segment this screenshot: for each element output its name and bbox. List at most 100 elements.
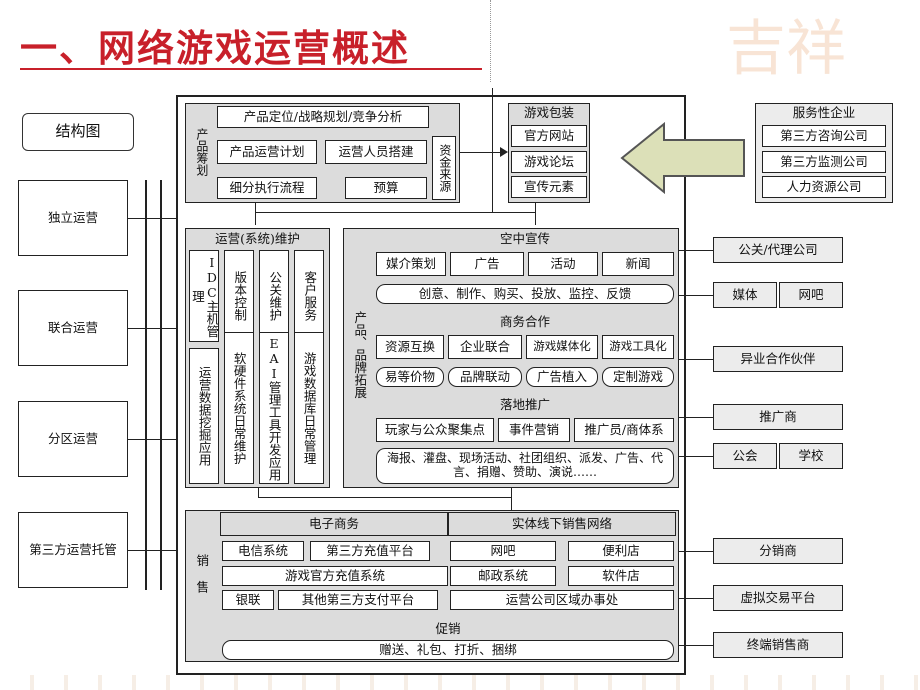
maintenance-bottom: EAI管理工具开发应用 [259, 332, 289, 484]
page-title: 一、网络游戏运营概述 [20, 27, 410, 70]
service-item: 人力资源公司 [762, 176, 886, 198]
dotted-guide [490, 0, 491, 82]
packaging-item: 宣传元素 [511, 176, 587, 198]
connector [679, 250, 713, 251]
sales-cell: 邮政系统 [450, 566, 556, 586]
connector [535, 203, 536, 225]
sales-offline: 实体线下销售网络 [448, 512, 676, 536]
connector [679, 417, 713, 418]
model-independent: 独立运营 [18, 180, 128, 256]
connector [492, 88, 493, 213]
sales-cell: 运营公司区域办事处 [450, 590, 674, 610]
partner-promoter: 推广商 [713, 404, 843, 430]
partner-retailer: 终端销售商 [713, 632, 843, 658]
ground-item: 事件营销 [498, 418, 570, 442]
structure-label: 结构图 [22, 113, 134, 151]
ground-item: 推广员/商体系 [574, 418, 674, 442]
sales-ecommerce: 电子商务 [220, 512, 448, 536]
connector [679, 456, 713, 457]
packaging-item: 官方网站 [511, 125, 587, 147]
connector [258, 497, 511, 498]
sales-cell: 电信系统 [222, 541, 304, 561]
planning-label: 产品筹划 [188, 108, 214, 196]
partner-virtual: 虚拟交易平台 [713, 585, 843, 611]
air-item: 新闻 [602, 252, 674, 276]
business-pill: 品牌联动 [448, 367, 522, 387]
planning-funding: 资金来源 [432, 136, 456, 200]
watermark: 吉祥 [726, 14, 846, 84]
connector [460, 152, 505, 153]
air-title: 空中宣传 [499, 230, 550, 246]
ground-pill: 海报、灌盘、现场活动、社团组织、派发、广告、代言、捐赠、赞助、演说…… [376, 448, 674, 484]
business-title: 商务合作 [499, 313, 550, 329]
air-item: 活动 [528, 252, 598, 276]
sales-cell: 网吧 [450, 541, 556, 561]
partner-netcafe: 网吧 [779, 282, 843, 308]
connector [679, 645, 713, 646]
connector [511, 488, 512, 510]
partner-guild: 公会 [713, 443, 777, 469]
maintenance-bottom: 游戏数据库日常管理 [294, 332, 324, 484]
sales-cell: 游戏官方充值系统 [222, 566, 448, 586]
connector [679, 551, 713, 552]
decorative-strip [0, 675, 920, 690]
expansion-label: 产品、品牌拓展 [346, 290, 372, 420]
business-pill: 广告植入 [526, 367, 598, 387]
model-joint: 联合运营 [18, 290, 128, 366]
maintenance-bottom: 运营数据挖掘应用 [189, 348, 219, 484]
business-item: 游戏工具化 [602, 335, 674, 359]
sales-cell: 便利店 [568, 541, 674, 561]
packaging-item: 游戏论坛 [511, 151, 587, 173]
connector [255, 212, 535, 213]
sales-label: 销售 [188, 545, 214, 615]
left-bus [128, 328, 178, 329]
partner-distributor: 分销商 [713, 538, 843, 564]
service-item: 第三方监测公司 [762, 151, 886, 173]
service-title: 服务性企业 [792, 104, 856, 120]
planning-row3a: 细分执行流程 [217, 177, 317, 199]
maintenance-top: IDC主机管理 [189, 250, 219, 342]
promo-pill: 赠送、礼包、打折、捆绑 [222, 640, 674, 660]
maintenance-top: 客户服务 [294, 250, 324, 342]
sales-cell: 银联 [222, 590, 274, 610]
maintenance-top: 版本控制 [224, 250, 254, 342]
planning-row1: 产品定位/战略规划/竞争分析 [217, 106, 429, 128]
service-item: 第三方咨询公司 [762, 125, 886, 147]
main-frame [176, 95, 686, 675]
left-bus [128, 218, 178, 219]
packaging-title: 游戏包装 [523, 104, 574, 120]
left-bar-1 [145, 180, 147, 590]
model-zone: 分区运营 [18, 401, 128, 477]
connector [258, 488, 259, 498]
arrow-left-icon [620, 122, 745, 194]
connector [679, 295, 713, 296]
connector [679, 359, 713, 360]
air-item: 广告 [450, 252, 524, 276]
planning-row3b: 预算 [345, 177, 427, 199]
sales-cell: 软件店 [568, 566, 674, 586]
partner-school: 学校 [779, 443, 843, 469]
left-bar-2 [160, 180, 162, 590]
partner-crossindustry: 异业合作伙伴 [713, 346, 843, 372]
partner-media: 媒体 [713, 282, 777, 308]
business-pill: 易等价物 [376, 367, 444, 387]
sales-cell: 第三方充值平台 [310, 541, 430, 561]
planning-row2b: 运营人员搭建 [325, 140, 427, 164]
business-item: 资源互换 [376, 335, 444, 359]
planning-row2a: 产品运营计划 [217, 140, 317, 164]
air-pill: 创意、制作、购买、投放、监控、反馈 [376, 284, 674, 304]
left-bus [128, 439, 178, 440]
business-pill: 定制游戏 [602, 367, 674, 387]
partner-pr: 公关/代理公司 [713, 237, 843, 263]
business-item: 企业联合 [448, 335, 522, 359]
maintenance-bottom: 软硬件系统日常维护 [224, 332, 254, 484]
connector [255, 203, 256, 225]
arrow-right-icon [500, 147, 508, 157]
title-underline [20, 68, 482, 70]
sales-cell: 其他第三方支付平台 [278, 590, 438, 610]
ground-item: 玩家与公众聚集点 [376, 418, 494, 442]
air-item: 媒介策划 [376, 252, 446, 276]
maintenance-top: 公关维护 [259, 250, 289, 342]
ground-title: 落地推广 [499, 396, 550, 412]
connector [679, 598, 713, 599]
